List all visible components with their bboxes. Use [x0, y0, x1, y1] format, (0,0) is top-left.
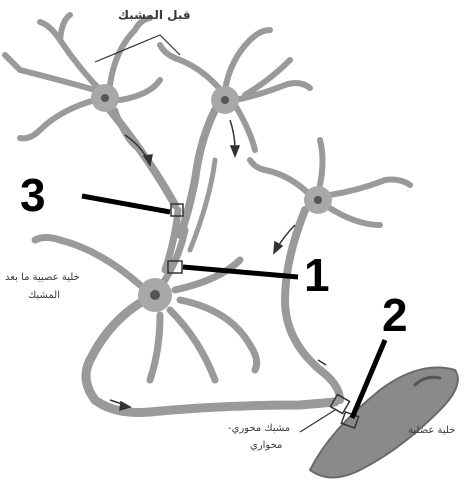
axo-axonic-neuron: [250, 140, 410, 400]
marker-3: 3: [20, 172, 46, 218]
leader-3: [82, 196, 170, 212]
label-postsynaptic-2: المشبك: [28, 290, 60, 301]
label-postsynaptic-1: خلية عصبية ما بعد: [5, 272, 80, 283]
label-presynaptic: قبل المشبك: [118, 8, 191, 22]
postsynaptic-neuron: [35, 160, 335, 413]
presynaptic-pointer: [95, 35, 180, 62]
marker-1: 1: [304, 252, 330, 298]
marker-2: 2: [382, 292, 408, 338]
direction-arrows: [110, 120, 326, 410]
leader-axo: [300, 410, 335, 432]
leader-1: [183, 267, 298, 277]
label-axo-axonic-2: محواري: [250, 440, 282, 451]
label-axo-axonic-1: مشبك محوري-: [228, 423, 290, 434]
label-muscle: خلية عضلية: [408, 425, 455, 436]
